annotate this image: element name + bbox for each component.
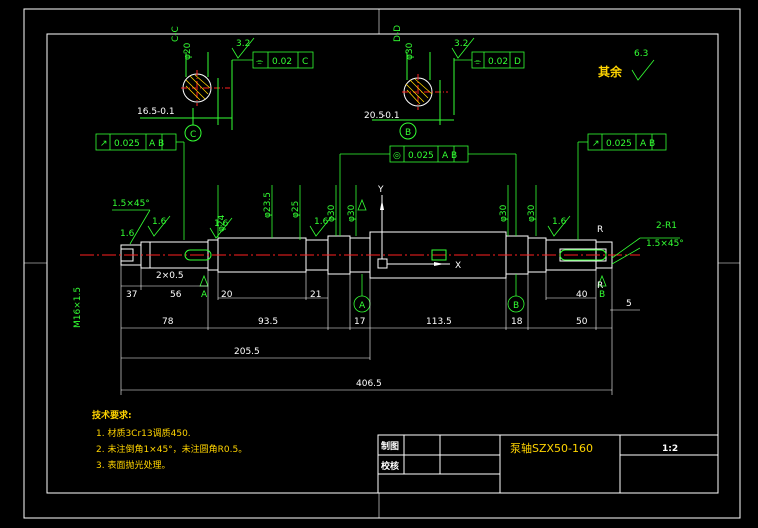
section-d-width-tol: -0.1 xyxy=(382,111,400,121)
section-c-width: 16.5 xyxy=(137,107,157,117)
notes-line-3: 3. 表面抛光处理。 xyxy=(96,459,170,471)
dim-40: 40 xyxy=(576,290,588,300)
dim-21: 21 xyxy=(310,290,321,300)
dim-5: 5 xyxy=(626,299,632,309)
tol-c-datum: C xyxy=(302,57,308,67)
axis-x: X xyxy=(455,261,461,271)
tol-runout-left-datum: A B xyxy=(149,139,164,149)
annotation-lines xyxy=(95,37,680,313)
outer-frame xyxy=(23,8,741,519)
dim-56: 56 xyxy=(170,290,182,300)
datum-a: A xyxy=(201,290,208,300)
section-c-top-label: C-C xyxy=(171,26,181,42)
title-block xyxy=(377,434,719,494)
thread-label: M16×1.5 xyxy=(73,287,83,328)
dim-406-5: 406.5 xyxy=(356,379,382,389)
dia-label-4: φ30 xyxy=(327,204,337,222)
dim-20: 20 xyxy=(221,290,233,300)
tol-c-symbol: ⌯ xyxy=(256,57,264,67)
finish-value-7: 1.6 xyxy=(120,229,135,239)
section-d-mark: B xyxy=(405,128,411,138)
section-d xyxy=(372,52,455,140)
section-d-width: 20.5 xyxy=(364,111,384,121)
dim-18: 18 xyxy=(511,317,523,327)
notes-heading: 技术要求: xyxy=(92,409,132,421)
finish-value-3: 1.6 xyxy=(152,217,167,227)
tol-concentricity-symbol: ◎ xyxy=(393,151,401,161)
tol-runout-left-symbol: ↗ xyxy=(100,139,108,149)
dim-r: R xyxy=(597,281,603,291)
dim-50: 50 xyxy=(576,317,588,327)
tol-d-value: 0.02 xyxy=(488,57,508,67)
dim-93-5: 93.5 xyxy=(258,317,278,327)
section-c-labels: C-C φ20 16.5 -0.1 C xyxy=(137,26,196,140)
technical-notes: 技术要求: 1. 材质3Cr13调质450. 2. 未注倒角1×45°，未注圆角… xyxy=(92,409,247,471)
section-c-mark: C xyxy=(190,130,196,140)
checked-label: 校核 xyxy=(381,460,399,472)
dia-label-7: φ30 xyxy=(527,204,537,222)
section-c xyxy=(140,52,233,142)
finish-value-2: 3.2 xyxy=(454,39,468,49)
finish-value-5: 1.6 xyxy=(314,217,329,227)
dim-37: 37 xyxy=(126,290,137,300)
dia-label-1: φ24 xyxy=(217,214,227,232)
chamfer-right-note: 2-R1 xyxy=(656,221,677,231)
notes-line-1: 1. 材质3Cr13调质450. xyxy=(96,427,191,439)
dia-label-5: φ30 xyxy=(347,204,357,222)
finish-other-value: 6.3 xyxy=(634,49,648,59)
section-d-labels: D-D φ30 20.5 -0.1 B xyxy=(364,25,415,138)
chamfer-left: 1.5×45° xyxy=(112,199,150,209)
datum-b: B xyxy=(513,301,519,311)
chamfer-right: 1.5×45° xyxy=(646,239,684,249)
notes-line-2: 2. 未注倒角1×45°，未注圆角R0.5。 xyxy=(96,443,247,455)
section-c-dia: φ20 xyxy=(183,42,193,60)
drawing-title: 泵轴SZX50-160 xyxy=(510,441,593,455)
dimension-lines xyxy=(120,265,640,395)
tol-concentricity-datum: A B xyxy=(442,151,457,161)
finish-value-1: 3.2 xyxy=(236,39,250,49)
tol-runout-right-symbol: ↗ xyxy=(592,139,600,149)
datum-b2: B xyxy=(599,290,605,300)
tol-d-symbol: ⌯ xyxy=(474,57,482,67)
tol-concentricity-value: 0.025 xyxy=(408,151,434,161)
tol-runout-left-value: 0.025 xyxy=(114,139,140,149)
tol-d-datum: D xyxy=(514,57,521,67)
tol-runout-right-value: 0.025 xyxy=(606,139,632,149)
finish-other-label: 其余 xyxy=(598,64,623,79)
tol-c-value: 0.02 xyxy=(272,57,292,67)
axis-y: Y xyxy=(377,185,384,195)
finish-value-6: 1.6 xyxy=(552,217,567,227)
section-c-width-tol: -0.1 xyxy=(157,107,175,117)
drawing-scale: 1:2 xyxy=(662,444,678,454)
dim-205-5: 205.5 xyxy=(234,347,260,357)
dim-78: 78 xyxy=(162,317,174,327)
section-d-dia: φ30 xyxy=(405,42,415,60)
dia-label-6: φ30 xyxy=(499,204,509,222)
dim-17: 17 xyxy=(354,317,365,327)
axis-r: R xyxy=(597,225,603,235)
section-d-top-label: D-D xyxy=(393,25,403,42)
finish-value-4: 1.6 xyxy=(214,219,229,229)
tol-runout-right-datum: A B xyxy=(640,139,655,149)
datum-a2: A xyxy=(359,301,366,311)
drawn-label: 制图 xyxy=(381,440,399,452)
dia-label-2: φ23.5 xyxy=(263,192,273,218)
dia-label-3: φ25 xyxy=(291,201,301,218)
dim-113-5: 113.5 xyxy=(426,317,452,327)
groove-label: 2×0.5 xyxy=(156,271,184,281)
inner-frame xyxy=(46,33,719,494)
